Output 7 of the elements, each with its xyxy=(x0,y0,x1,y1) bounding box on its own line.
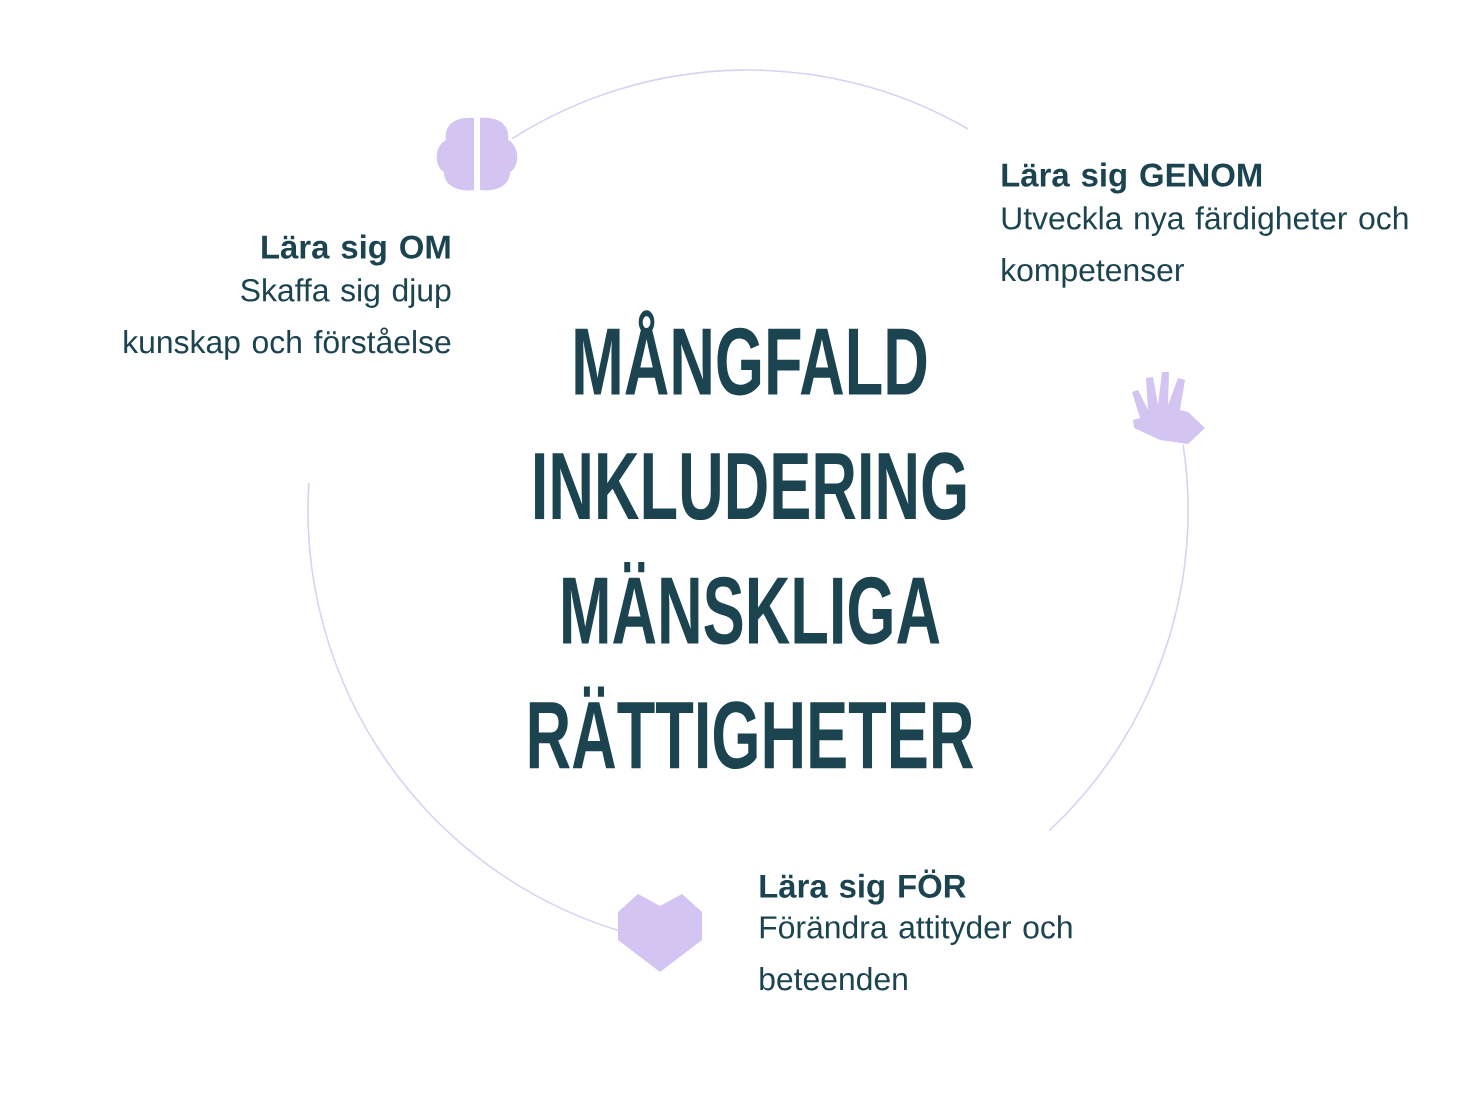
body-text: Skaffa sig djup kunskap och förståelse xyxy=(124,278,451,360)
body-text: Utveckla nya färdigheter och kompetenser xyxy=(1002,206,1408,288)
body-text: Förändra attityder och beteenden xyxy=(760,915,1072,991)
heading: Lära sig OM xyxy=(262,234,450,266)
main-title: MÅNGFALD INKLUDERING MÄNSKLIGA RÄTTIGHETER xyxy=(529,310,974,770)
heading: Lära sig FÖR xyxy=(760,869,966,905)
heading: Lära sig GENOM xyxy=(1002,162,1262,194)
